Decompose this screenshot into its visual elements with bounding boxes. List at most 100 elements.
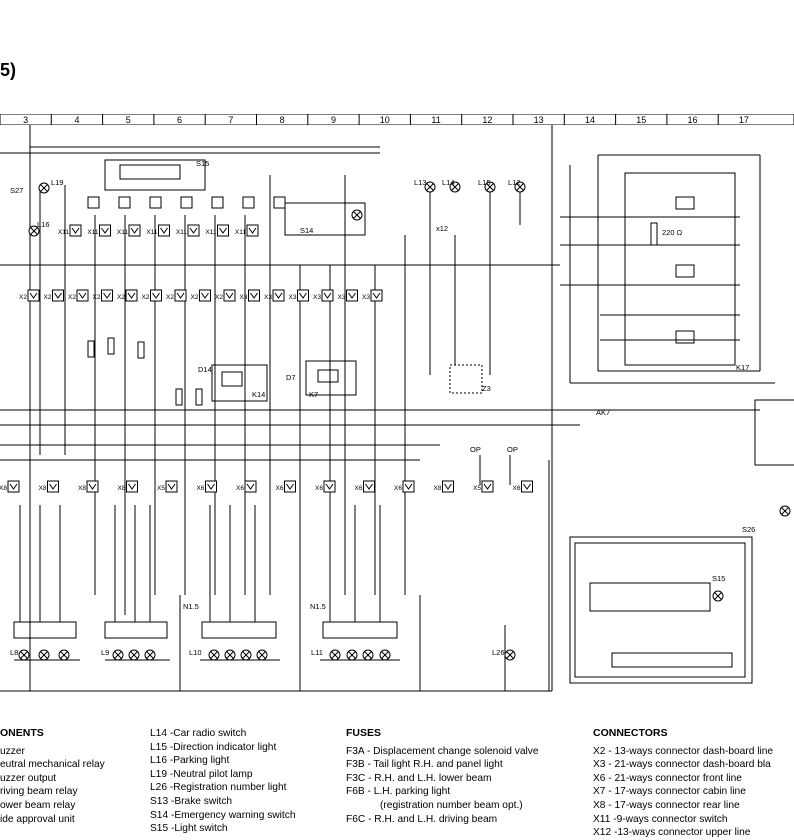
- page-title: 5): [0, 60, 17, 80]
- connector-mid: X2: [19, 289, 40, 302]
- legend-item: F3B - Tail light R.H. and panel light: [346, 759, 503, 771]
- legend-item: X2 - 13-ways connector dash-board line: [593, 745, 774, 757]
- lamp-l11: [379, 649, 391, 661]
- connector-top: X11: [87, 224, 111, 237]
- label-l19: L19: [51, 178, 64, 187]
- connector-mid: X2: [142, 289, 162, 302]
- legend-item: S15 -Light switch: [150, 823, 228, 835]
- connector-label: X6: [236, 485, 244, 492]
- switch-box: [211, 196, 224, 209]
- connector-label: X8: [118, 485, 126, 492]
- lamp-l9: [144, 649, 156, 661]
- connector-bottom: X8: [78, 480, 99, 493]
- connector-label: X5: [157, 485, 165, 492]
- legend-item: riving beam relay: [0, 786, 78, 798]
- ruler-column-label: 4: [74, 115, 79, 125]
- connector-top: X11: [58, 224, 82, 237]
- connector-label: X2: [44, 294, 52, 301]
- legend-item: F6B - L.H. parking light: [346, 786, 451, 798]
- legend-item: F6C - R.H. and L.H. driving beam: [346, 813, 498, 825]
- switch-box: [180, 196, 193, 209]
- label-d14: D14: [198, 365, 212, 374]
- legend-item: X7 - 17-ways connector cabin line: [593, 786, 746, 798]
- ruler-column-label: 9: [331, 115, 336, 125]
- connector-label: X3: [313, 294, 321, 301]
- lamp-l10: [240, 649, 252, 661]
- legend-item: S13 -Brake switch: [150, 795, 233, 807]
- connector-label: X6: [394, 485, 402, 492]
- connector-label: X2: [142, 294, 150, 301]
- lamp-l11: [346, 649, 358, 661]
- label-l14: L14: [442, 178, 455, 187]
- connector-mid: X2: [44, 289, 64, 302]
- connector-label: X11: [176, 229, 187, 236]
- connector-bottom: X6: [197, 480, 217, 493]
- lamp-s26: [779, 505, 791, 517]
- legend-item: L16 -Parking light: [150, 755, 230, 767]
- connector-top: X11: [205, 224, 229, 237]
- label-n15a: N1.5: [183, 602, 199, 611]
- ruler-column-label: 8: [280, 115, 285, 125]
- switch-box: [118, 196, 131, 209]
- legend-fuses-heading: FUSES: [346, 727, 382, 739]
- lamp-l13: [424, 181, 436, 193]
- ruler-column-label: 3: [23, 115, 28, 125]
- connector-bottom: X8: [0, 480, 20, 493]
- label-op1: OP: [470, 445, 481, 454]
- connector-bottom: X8: [39, 480, 59, 493]
- ruler-column-label: 15: [636, 115, 646, 125]
- label-ak7: AK7: [596, 408, 610, 417]
- connector-mid: X2: [215, 289, 236, 302]
- connector-label: X2: [191, 294, 199, 301]
- connector-label: X6: [197, 485, 205, 492]
- connector-mid: X3: [313, 289, 334, 302]
- label-op2: OP: [507, 445, 518, 454]
- label-l13: L13: [414, 178, 427, 187]
- connector-bottom: X5: [473, 480, 494, 493]
- legend-connectors: CONNECTORS X2 - 13-ways connector dash-b…: [593, 727, 773, 840]
- lamp-l26: [504, 649, 516, 661]
- lamp-l12: [514, 181, 526, 193]
- label-l10: L10: [189, 648, 202, 657]
- connector-label: X11: [87, 229, 98, 236]
- connector-bottom: X5: [157, 480, 178, 493]
- label-x12: x12: [436, 224, 448, 233]
- label-resistor: 220 Ω: [662, 228, 683, 237]
- connector-mid: X3: [240, 289, 260, 302]
- connector-mid: X2: [166, 289, 187, 302]
- lamp-s14: [351, 209, 363, 221]
- connector-mid: X3: [338, 289, 358, 302]
- legend-components: ONENTS uzzer eutral mechanical relay uzz…: [0, 727, 105, 826]
- connector-bottom: X6: [394, 480, 415, 493]
- lamp-l16: [28, 225, 40, 237]
- connector-bottom: X8: [434, 480, 454, 493]
- connector-label: X11: [235, 229, 246, 236]
- lamp-l8: [38, 649, 50, 661]
- connector-label: X11: [58, 229, 69, 236]
- lamp-l10: [224, 649, 236, 661]
- connector-label: X3: [289, 294, 297, 301]
- label-k7: K7: [309, 390, 318, 399]
- ruler-column-label: 13: [534, 115, 544, 125]
- label-s26: S26: [742, 525, 755, 534]
- legend-item: F3C - R.H. and L.H. lower beam: [346, 772, 492, 784]
- connector-top: X11: [117, 224, 141, 237]
- legend-item: X6 - 21-ways connector front line: [593, 772, 742, 784]
- label-l26: L26: [492, 648, 505, 657]
- connector-label: X3: [264, 294, 272, 301]
- connector-label: X2: [68, 294, 76, 301]
- connector-label: X8: [0, 485, 7, 492]
- label-l8: L8: [10, 648, 18, 657]
- legend-components-heading: ONENTS: [0, 727, 44, 739]
- connector-mid: X3: [362, 289, 383, 302]
- label-l9: L9: [101, 648, 109, 657]
- legend-item: X8 - 17-ways connector rear line: [593, 799, 740, 811]
- connector-bottom: X6: [355, 480, 375, 493]
- label-l15: L15: [478, 178, 491, 187]
- label-l11: L11: [311, 648, 323, 657]
- connector-bottom: X8: [118, 480, 138, 493]
- switch-box: [273, 196, 286, 209]
- label-l12: L12: [508, 178, 521, 187]
